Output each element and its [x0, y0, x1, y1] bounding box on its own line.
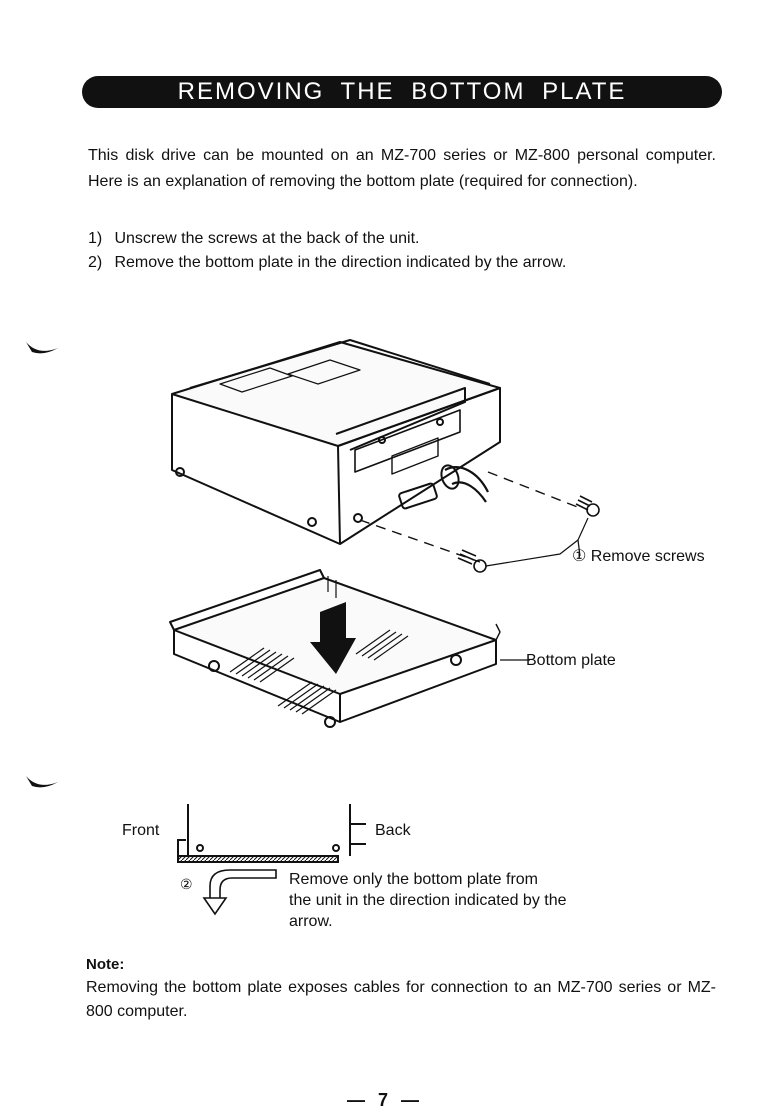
step-item: 2) Remove the bottom plate in the direct… [88, 251, 728, 275]
margin-tick-mark [26, 342, 58, 354]
instruction-line: the unit in the direction indicated by t… [289, 892, 567, 909]
page-number: — 7 — [346, 1090, 423, 1110]
page-title: REMOVING THE BOTTOM PLATE [82, 76, 722, 108]
instruction-line: arrow. [289, 913, 333, 930]
back-label: Back [375, 822, 411, 839]
disk-drive-illustration [169, 339, 600, 728]
front-label: Front [122, 822, 160, 839]
note-heading: Note: [86, 956, 125, 973]
step-text: Unscrew the screws at the back of the un… [114, 230, 420, 247]
step-number: 1) [88, 230, 103, 247]
step-item: 1) Unscrew the screws at the back of the… [88, 227, 728, 251]
side-view-instruction: Remove only the bottom plate from the un… [289, 869, 567, 932]
side-view-diagram [177, 804, 366, 916]
step-number: 2) [88, 254, 103, 271]
step-marker: ② [180, 876, 193, 892]
margin-tick-mark [26, 776, 58, 788]
step-text: Remove the bottom plate in the direction… [114, 254, 567, 271]
intro-paragraph: This disk drive can be mounted on an MZ-… [88, 147, 716, 190]
step-list: 1) Unscrew the screws at the back of the… [88, 227, 728, 275]
bottom-plate-label: Bottom plate [526, 652, 616, 669]
instruction-line: Remove only the bottom plate from [289, 871, 539, 888]
note-body: Removing the bottom plate exposes cables… [86, 979, 716, 1020]
remove-screws-label: ① Remove screws [572, 548, 705, 565]
